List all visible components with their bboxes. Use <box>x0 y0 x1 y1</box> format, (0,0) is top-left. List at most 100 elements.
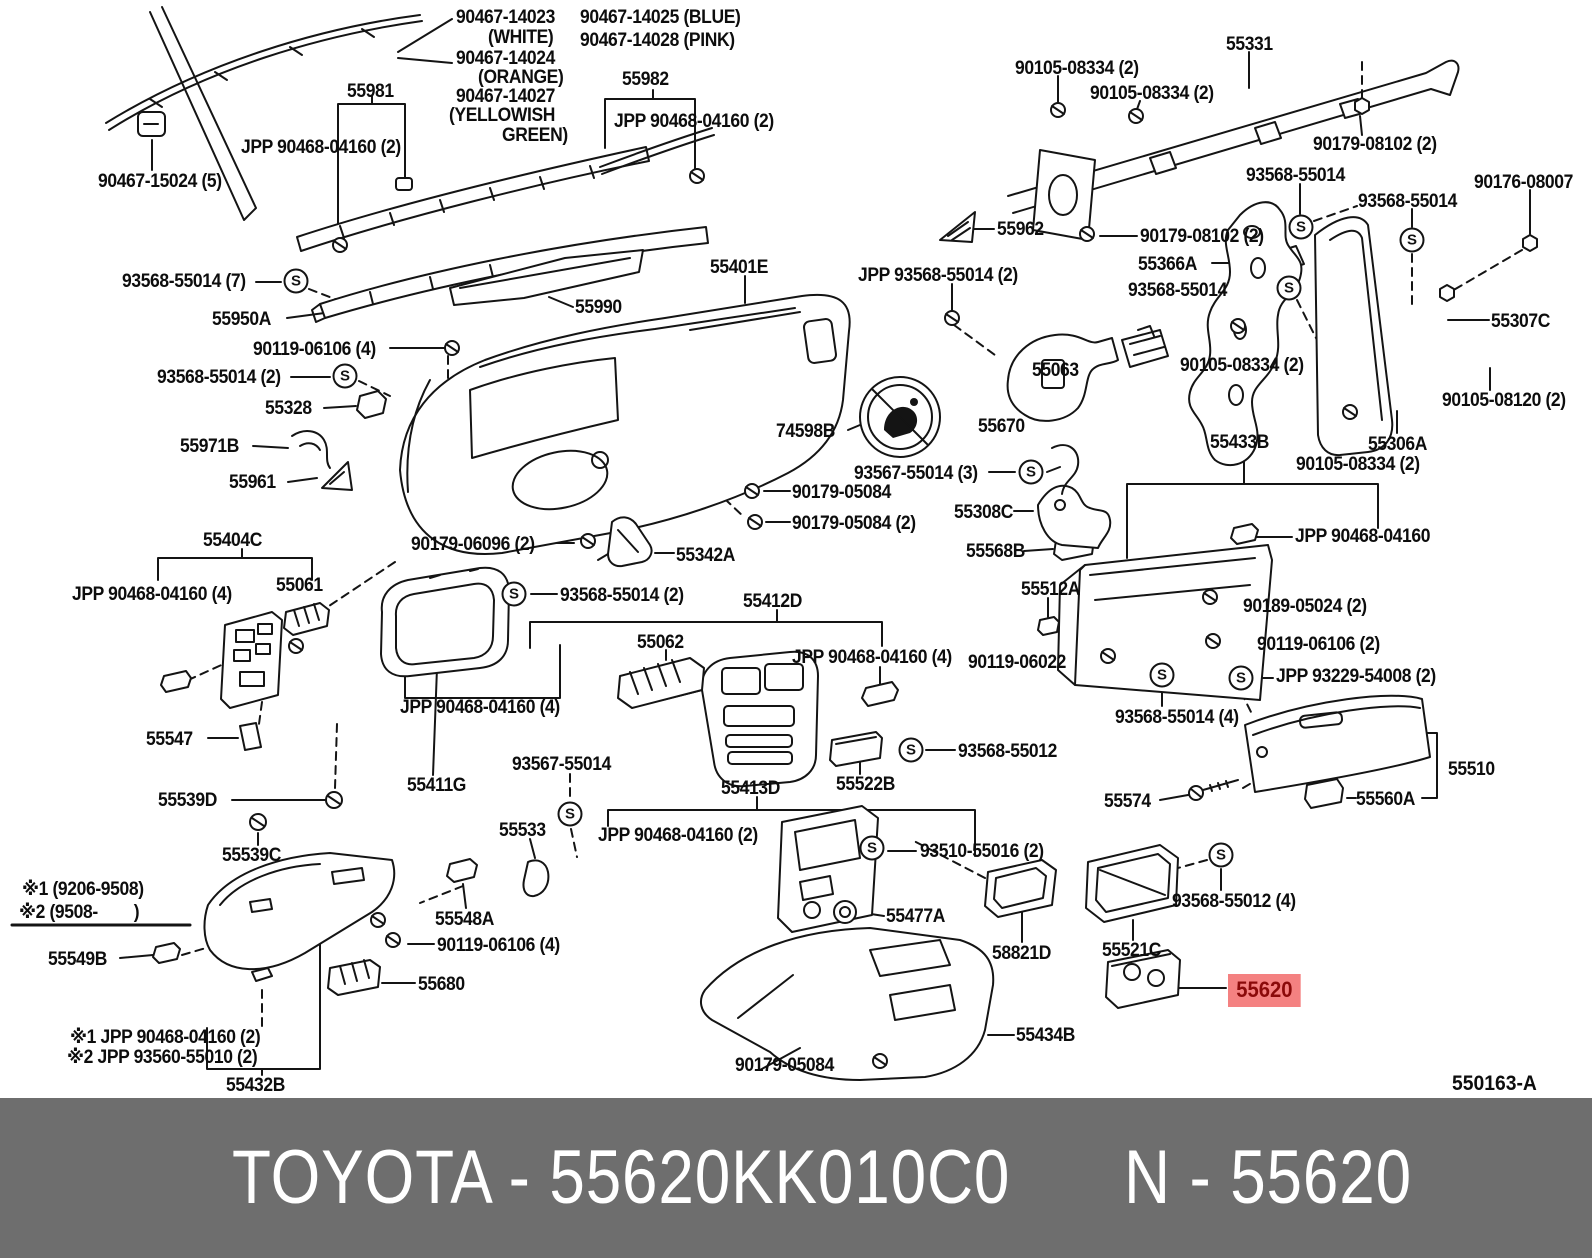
part-label: (WHITE) <box>488 27 554 48</box>
circled-s-fastener-icon: S <box>859 835 885 861</box>
circled-s-fastener-icon: S <box>1228 665 1254 691</box>
circled-s-fastener-icon: S <box>283 268 309 294</box>
part-label: 55413D <box>721 778 781 799</box>
part-label: 55306A <box>1368 434 1428 455</box>
part-label: 58821D <box>992 943 1052 964</box>
part-label: 55574 <box>1104 791 1151 812</box>
part-label: 90179-05084 <box>735 1055 835 1076</box>
clip-55548A <box>446 858 478 883</box>
part-label: 55539D <box>158 790 218 811</box>
part-label: 55412D <box>743 591 803 612</box>
part-label: 55062 <box>637 632 684 653</box>
part-label: 93568-55014 (2) <box>560 585 684 606</box>
part-label: 55307C <box>1491 311 1551 332</box>
part-label: 55521C <box>1102 940 1162 961</box>
part-label: 90467-14028 (PINK) <box>580 30 735 51</box>
hose-55971B <box>291 430 331 469</box>
part-label: 55434B <box>1016 1025 1076 1046</box>
part-label: 90179-05084 (2) <box>792 513 916 534</box>
part-label: 55432B <box>226 1075 286 1096</box>
circled-s-fastener-icon: S <box>501 581 527 607</box>
part-label: JPP 93229-54008 (2) <box>1276 666 1436 687</box>
leader-lines <box>10 18 1531 1065</box>
brace-55307C <box>1314 216 1394 457</box>
part-label: 55342A <box>676 545 736 566</box>
screw-55574 <box>1188 779 1239 801</box>
part-label: 55411G <box>407 775 467 796</box>
windshield-strip <box>105 14 423 131</box>
part-label: 90189-05024 (2) <box>1243 596 1367 617</box>
clip-55512A <box>1037 616 1060 636</box>
part-label: JPP 90468-04160 <box>1295 526 1431 547</box>
part-label: JPP 90468-04160 (2) <box>614 111 774 132</box>
part-label: 55982 <box>622 69 669 90</box>
part-label: 90467-14025 (BLUE) <box>580 7 741 28</box>
part-label: 90467-15024 (5) <box>98 171 222 192</box>
part-label: 93568-55014 <box>1128 280 1228 301</box>
part-label: 55560A <box>1356 789 1416 810</box>
airbag-warning-icon <box>859 376 941 458</box>
box-55522B <box>829 731 883 767</box>
part-label: 55549B <box>48 949 108 970</box>
part-label: 93568-55012 <box>958 741 1058 762</box>
screw-icons <box>251 97 1538 1069</box>
part-label: 55547 <box>146 729 193 750</box>
diagram-reference-code: 550163-A <box>1452 1072 1537 1095</box>
defroster-garnish-55981 <box>296 146 650 252</box>
part-label: 90467-14024 <box>456 48 556 69</box>
bracket-55308C <box>1037 484 1112 549</box>
cigarette-lighter-55477A <box>833 900 857 924</box>
part-label: JPP 90468-04160 (2) <box>241 137 401 158</box>
part-label: 55539C <box>222 845 282 866</box>
circled-s-fastener-icon: S <box>1018 459 1044 485</box>
circled-s-fastener-icon: S <box>1208 842 1234 868</box>
part-label: 55548A <box>435 909 495 930</box>
part-label: 55308C <box>954 502 1014 523</box>
part-label: 90105-08120 (2) <box>1442 390 1566 411</box>
part-label: 55061 <box>276 575 323 596</box>
footer-banner: TOYOTA - 55620KK010C0 N - 55620 <box>0 1098 1592 1258</box>
part-label: 55433B <box>1210 432 1270 453</box>
part-label: 93568-55012 (4) <box>1172 891 1296 912</box>
part-label: 55680 <box>418 974 465 995</box>
vent-55680 <box>327 959 381 996</box>
part-label: (YELLOWISH <box>449 105 556 126</box>
part-label: 93568-55014 (7) <box>122 271 246 292</box>
part-label: 93567-55014 <box>512 754 612 775</box>
part-label: JPP 90468-04160 (4) <box>400 697 560 718</box>
part-label: ※1 JPP 90468-04160 (2) <box>70 1027 261 1048</box>
knee-panel-55432B <box>203 852 396 971</box>
part-label: 93567-55014 (3) <box>854 463 978 484</box>
part-label: 55401E <box>710 257 769 278</box>
part-label: 93568-55014 (4) <box>1115 707 1239 728</box>
clip-55560A <box>1304 778 1344 809</box>
connector-55063 <box>1121 329 1169 368</box>
part-label: 55477A <box>886 906 946 927</box>
part-label: JPP 93568-55014 (2) <box>858 265 1018 286</box>
clip-55547 <box>239 722 262 751</box>
vent-55062 <box>617 657 705 709</box>
a-pillar-garnish <box>149 6 257 221</box>
part-label: 74598B <box>776 421 836 442</box>
part-label: 90179-05084 <box>792 482 892 503</box>
circled-s-fastener-icon: S <box>1399 227 1425 253</box>
part-label: 93510-55016 (2) <box>920 841 1044 862</box>
tray-58821D <box>984 859 1057 918</box>
part-label: 90179-08102 (2) <box>1140 226 1264 247</box>
part-label: 55568B <box>966 541 1026 562</box>
part-label: 90105-08334 (2) <box>1180 355 1304 376</box>
circled-s-fastener-icon: S <box>1288 214 1314 240</box>
console-55434B <box>699 927 995 1081</box>
part-label: 90467-14023 <box>456 7 556 28</box>
part-label: JPP 90468-04160 (4) <box>72 584 232 605</box>
part-label: 55962 <box>997 219 1044 240</box>
part-label: (ORANGE) <box>478 67 564 88</box>
circled-s-fastener-icon: S <box>557 801 583 827</box>
part-label: 55510 <box>1448 759 1495 780</box>
defroster-strip-55982 <box>599 127 715 175</box>
part-label: 90105-08334 (2) <box>1090 83 1214 104</box>
hook-bracket <box>1051 444 1080 495</box>
part-label: ※2 (9508- ) <box>19 902 140 923</box>
part-label: 55961 <box>229 472 276 493</box>
